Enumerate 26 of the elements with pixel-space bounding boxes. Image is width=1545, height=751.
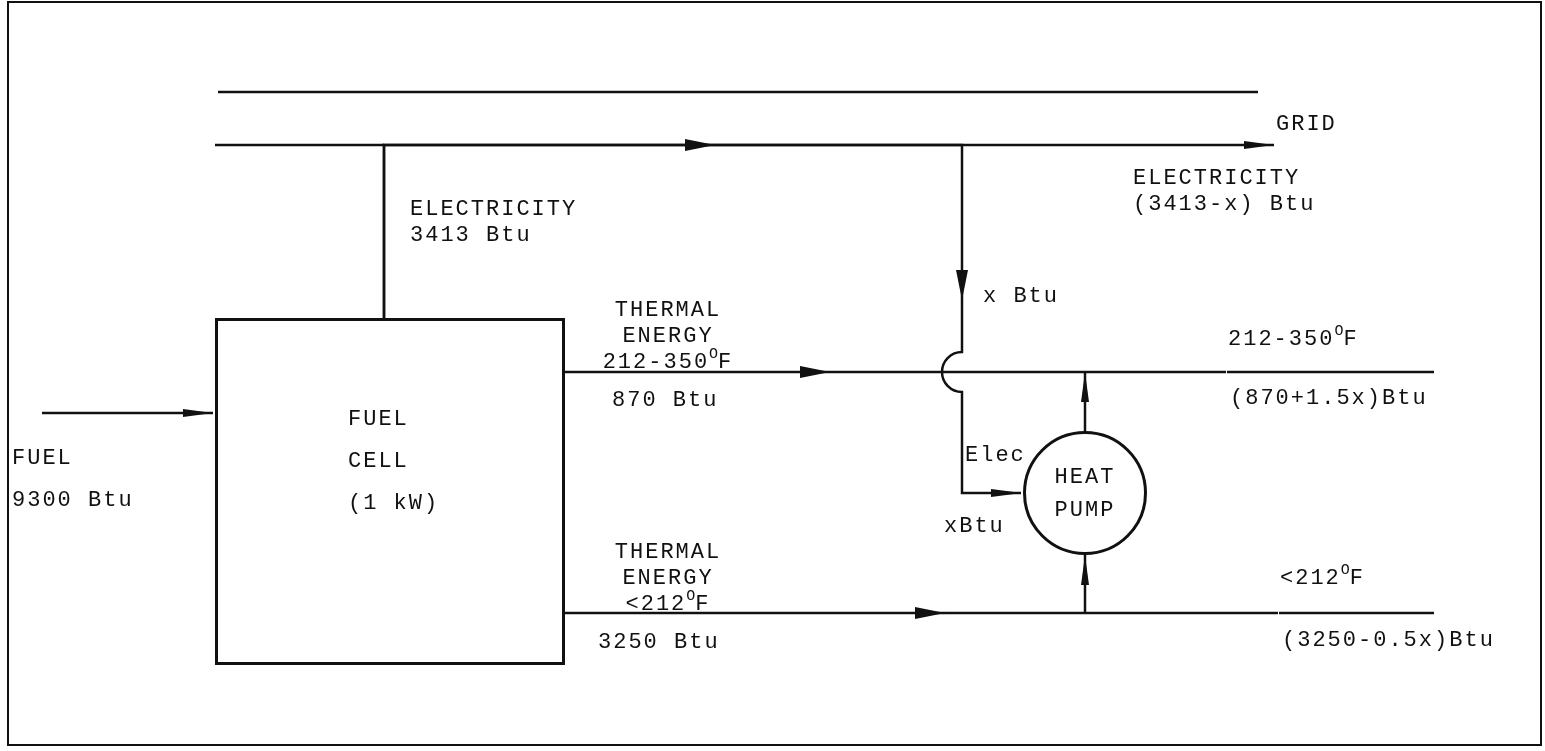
flow-label: THERMAL ENERGY <212$^{O}$F [613, 540, 723, 619]
flow-label: x Btu [983, 284, 1060, 310]
flow-label: FUEL [12, 446, 74, 472]
process-box [215, 318, 565, 665]
flow-label: 3250 Btu [598, 630, 721, 656]
node-label: HEAT PUMP [1053, 464, 1117, 525]
node-label: (870+1.5x)Btu [1230, 386, 1429, 412]
flow-label: xBtu [944, 514, 1006, 540]
flow-label: Elec [965, 443, 1027, 469]
flow-label: 870 Btu [612, 388, 720, 414]
arrow [1081, 555, 1089, 613]
arrow [565, 607, 1278, 619]
flow-label: ELECTRICITY (3413-x) Btu [1133, 166, 1317, 218]
flow-label: ELECTRICITY 3413 Btu [410, 197, 579, 249]
node-label: GRID [1276, 112, 1338, 138]
node-label: <212$^{O}$F [1280, 566, 1367, 593]
process-circle [1023, 431, 1147, 555]
arrow [382, 143, 1021, 497]
flow-label: 9300 Btu [12, 488, 135, 514]
flow-label: THERMAL ENERGY 212-350$^{O}$F [601, 298, 735, 377]
arrow [565, 366, 1226, 378]
arrow [1081, 372, 1089, 431]
node-label: (3250-0.5x)Btu [1282, 628, 1496, 654]
node-label: 212-350$^{O}$F [1228, 327, 1360, 354]
node-label: FUEL CELL (1 kW) [348, 406, 441, 518]
arrow [42, 409, 213, 417]
